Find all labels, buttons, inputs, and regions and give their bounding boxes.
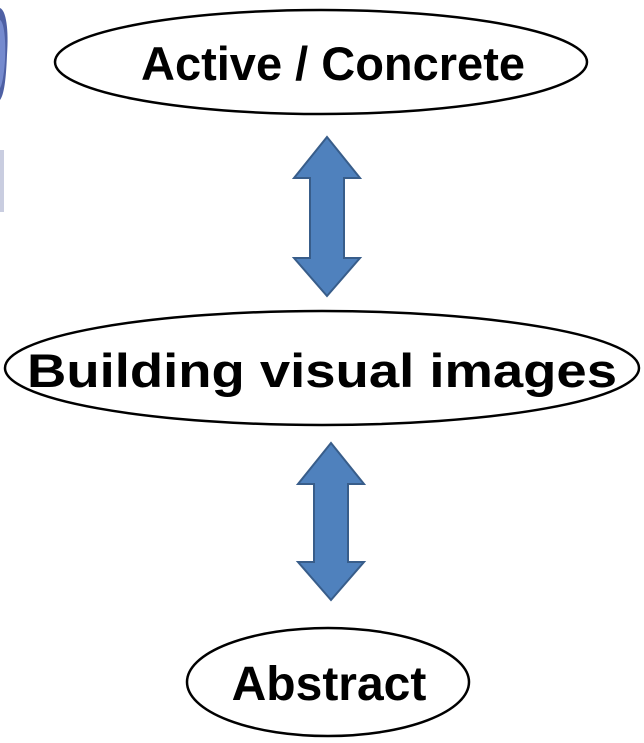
node-active-concrete-shape xyxy=(53,8,589,116)
node-active-concrete-label: Active / Concrete xyxy=(141,37,525,90)
node-abstract-label: Abstract xyxy=(232,658,427,711)
node-building-visual-images: Building visual images xyxy=(3,309,641,427)
node-abstract-shape xyxy=(185,626,471,738)
node-active-concrete: Active / Concrete xyxy=(53,8,589,116)
node-building-visual-images-shape xyxy=(3,309,641,427)
double-arrow-1 xyxy=(291,135,363,298)
corner-decoration xyxy=(0,8,8,212)
node-building-visual-images-label: Building visual images xyxy=(27,344,617,397)
node-abstract: Abstract xyxy=(185,626,471,738)
double-arrow-2 xyxy=(295,441,367,602)
